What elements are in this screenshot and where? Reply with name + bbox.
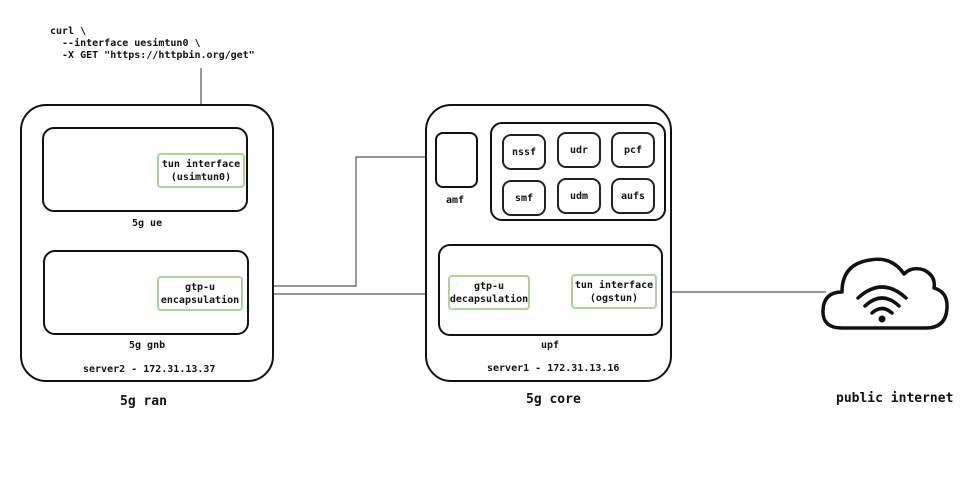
- curl-line-1: curl \: [50, 26, 87, 37]
- upf-tun-line2: (ogstun): [589, 292, 639, 304]
- pcf-box: pcf: [611, 132, 655, 168]
- udm-box: udm: [557, 178, 601, 214]
- udr-box: udr: [557, 132, 601, 168]
- internet-label: public internet: [836, 391, 954, 406]
- udr-label: udr: [569, 144, 589, 156]
- ran-title: 5g ran: [120, 394, 167, 409]
- pcf-label: pcf: [623, 144, 643, 156]
- amf-label: amf: [446, 195, 465, 206]
- upf-tun-interface: tun interface(ogstun): [571, 274, 657, 309]
- aufs-label: aufs: [620, 190, 646, 202]
- ue-tun-line1: tun interface: [161, 158, 241, 170]
- gnb-label: 5g gnb: [129, 340, 166, 351]
- curl-command: curl \ --interface uesimtun0 \ -X GET "h…: [50, 26, 255, 62]
- ue-label: 5g ue: [132, 218, 163, 229]
- upf-tun-line1: tun interface: [574, 279, 654, 291]
- amf-box: [435, 132, 478, 188]
- curl-line-3: -X GET "https://httpbin.org/get": [50, 50, 255, 61]
- upf-gtpu-line2: decapsulation: [449, 293, 529, 305]
- ran-server-label: server2 - 172.31.13.37: [83, 364, 216, 375]
- core-server-label: server1 - 172.31.13.16: [487, 363, 620, 374]
- ue-tun-interface: tun interface(usimtun0): [157, 153, 245, 188]
- gnb-gtpu-line1: gtp-u: [184, 281, 216, 293]
- udm-label: udm: [569, 190, 589, 202]
- aufs-box: aufs: [611, 178, 655, 214]
- smf-label: smf: [514, 192, 534, 204]
- gnb-gtpu-line2: encapsulation: [160, 294, 240, 306]
- cloud-wifi-icon: [820, 250, 950, 334]
- upf-label: upf: [541, 340, 560, 351]
- connector-gnb-to-amf: [242, 156, 434, 287]
- upf-gtpu-line1: gtp-u: [473, 280, 505, 292]
- smf-box: smf: [502, 180, 546, 216]
- nssf-box: nssf: [502, 134, 546, 170]
- curl-line-2: --interface uesimtun0 \: [50, 38, 201, 49]
- nssf-label: nssf: [511, 146, 537, 158]
- core-title: 5g core: [526, 392, 581, 407]
- ue-tun-line2: (usimtun0): [170, 171, 232, 183]
